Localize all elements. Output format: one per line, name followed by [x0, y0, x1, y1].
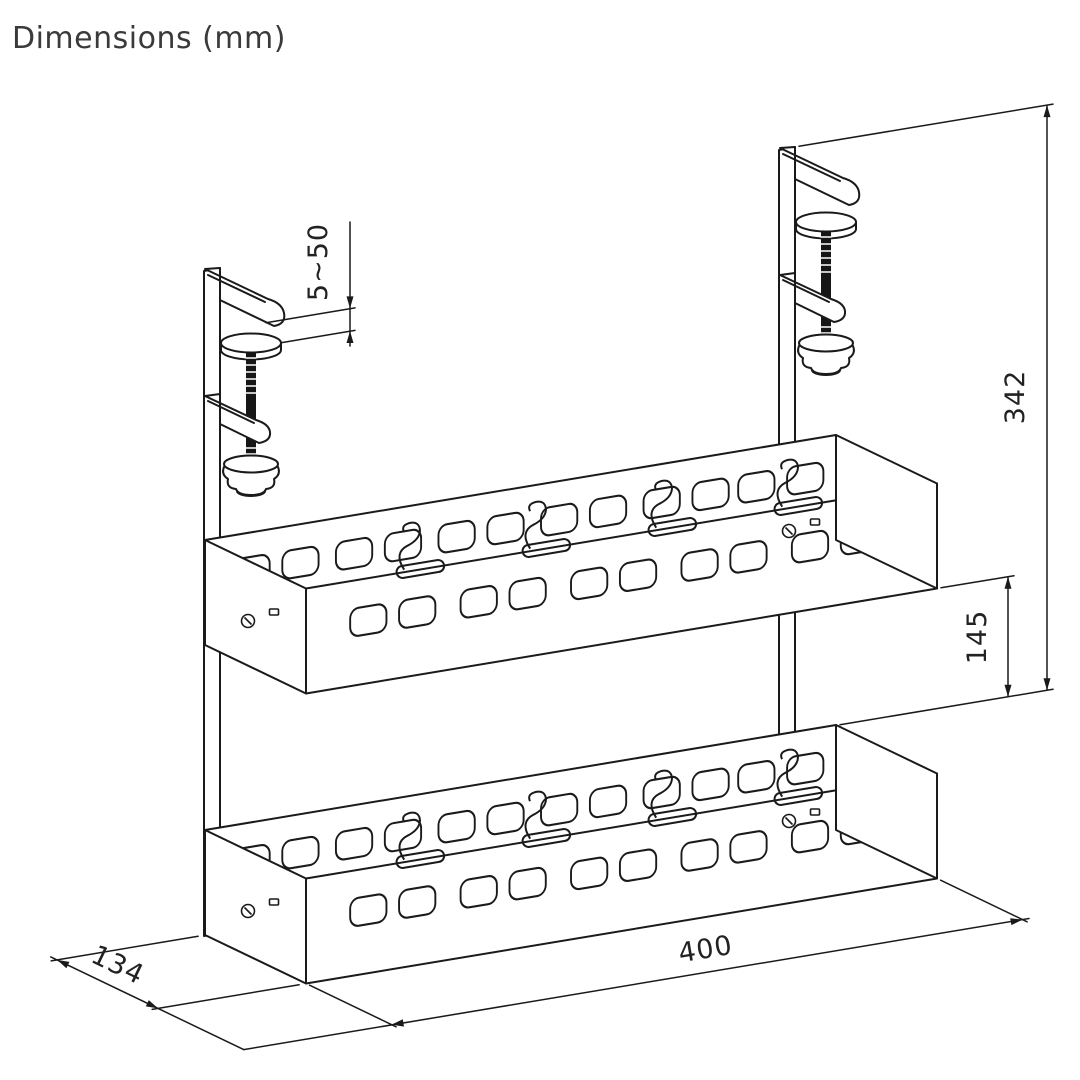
upper-tray-right-endcap — [835, 434, 938, 590]
arrowhead — [346, 296, 354, 309]
arrowhead — [1010, 918, 1023, 926]
dim-depth-label: 134 — [86, 940, 149, 992]
dimension-depth — [50, 935, 300, 1051]
arrowhead — [391, 1019, 404, 1027]
dim-clamp-range-label: 5~50 — [303, 223, 334, 301]
dim-length-label: 400 — [676, 930, 735, 970]
lower-tray — [204, 724, 938, 985]
arrowhead — [1043, 678, 1051, 691]
arrowhead — [1004, 576, 1012, 589]
arrowhead — [1043, 105, 1051, 118]
lower-tray-right-endcap — [835, 724, 938, 880]
dimension-length — [242, 879, 1030, 1051]
arrowhead — [57, 959, 70, 969]
arrowhead — [1004, 684, 1012, 697]
arrowhead — [346, 331, 354, 343]
dim-overall-height-label: 342 — [1000, 370, 1031, 425]
upper-tray-left-endcap — [204, 539, 307, 695]
upper-tray — [204, 434, 938, 695]
lower-tray-left-endcap — [204, 829, 307, 985]
dimension-clamp-range — [265, 221, 356, 347]
page-title: Dimensions (mm) — [12, 21, 286, 56]
dim-tray-gap-label: 145 — [962, 610, 993, 665]
arrowhead — [145, 1000, 159, 1009]
dimension-overall-height — [798, 103, 1054, 726]
dimension-tray-gap — [940, 574, 1015, 698]
